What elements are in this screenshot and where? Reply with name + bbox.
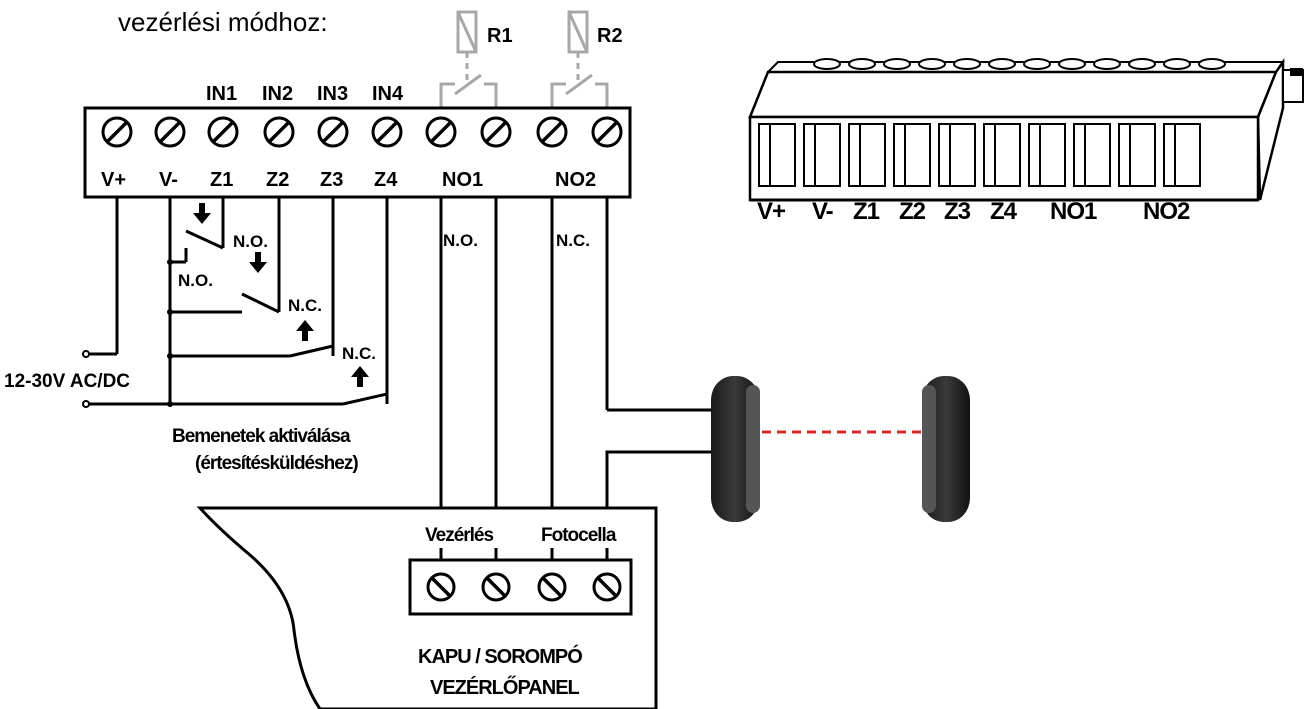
screw-z2 xyxy=(263,116,295,148)
terminal-label-vplus: V+ xyxy=(101,169,126,191)
gate-control-panel: Vezérlés Fotocella KAPU / SOROMPÓ VEZÉRL… xyxy=(196,506,658,709)
connector-label-no1: NO1 xyxy=(1050,198,1097,225)
screw-vminus xyxy=(154,116,186,148)
control-label: Vezérlés xyxy=(425,525,493,546)
connector-label-z2: Z2 xyxy=(899,198,926,225)
z2-contact-type: N.O. xyxy=(233,232,268,251)
panel-screw-1 xyxy=(426,572,456,602)
connector-label-z3: Z3 xyxy=(944,198,971,225)
z4-arrow-up-icon xyxy=(351,366,369,387)
screw-vplus xyxy=(101,116,133,148)
terminal-label-z1: Z1 xyxy=(210,169,233,191)
heading-text: vezérlési módhoz: xyxy=(118,7,328,37)
panel-title-line1: KAPU / SOROMPÓ xyxy=(418,644,582,668)
relay-r1-label: R1 xyxy=(487,25,513,47)
z3-contact-type: N.C. xyxy=(288,296,322,315)
input-caption-line2: (értesítésküldéshez) xyxy=(195,453,358,474)
terminal-label-z2: Z2 xyxy=(266,169,289,191)
z3-arrow-up-icon xyxy=(296,320,314,341)
no2-contact-type: N.C. xyxy=(556,231,590,250)
input-headers: IN1 IN2 IN3 IN4 xyxy=(206,83,404,105)
connector-block: V+ V- Z1 Z2 Z3 Z4 NO1 NO2 xyxy=(748,58,1304,225)
relay-r2-label: R2 xyxy=(597,25,623,47)
connector-label-z1: Z1 xyxy=(853,198,880,225)
input-header-in3: IN3 xyxy=(317,83,348,105)
terminal-label-z3: Z3 xyxy=(320,169,343,191)
input-header-in4: IN4 xyxy=(372,83,404,105)
connector-label-z4: Z4 xyxy=(990,198,1018,225)
terminal-label-no2: NO2 xyxy=(555,169,596,191)
z1-contact-type: N.O. xyxy=(178,271,213,290)
screw-z3 xyxy=(317,116,349,148)
no1-contact-type: N.O. xyxy=(443,231,478,250)
terminal-label-no1: NO1 xyxy=(442,169,483,191)
power-supply-label: 12-30V AC/DC xyxy=(4,371,130,392)
input-header-in2: IN2 xyxy=(262,83,293,105)
photocell-sensors xyxy=(711,376,970,522)
screw-no1-b xyxy=(480,116,512,148)
relay-output-wiring: N.O. N.C. xyxy=(439,197,716,520)
screw-no2-b xyxy=(591,116,623,148)
z4-contact-type: N.C. xyxy=(342,344,376,363)
connector-screws xyxy=(813,58,1226,70)
connector-slots xyxy=(758,123,1201,187)
connector-label-vplus: V+ xyxy=(757,198,786,225)
panel-title-line2: VEZÉRLŐPANEL xyxy=(430,676,580,699)
panel-screw-4 xyxy=(592,572,622,602)
z1-arrow-down-icon xyxy=(193,203,211,224)
screw-no1-a xyxy=(425,116,457,148)
z2-arrow-down-icon xyxy=(249,252,267,273)
screw-z1 xyxy=(207,116,239,148)
panel-screw-3 xyxy=(537,572,567,602)
relay-r1: R1 xyxy=(439,10,513,108)
connector-label-vminus: V- xyxy=(812,198,834,225)
screw-no2-a xyxy=(536,116,568,148)
panel-screw-2 xyxy=(481,572,511,602)
relay-r2: R2 xyxy=(550,10,623,108)
input-header-in1: IN1 xyxy=(206,83,237,105)
terminal-label-z4: Z4 xyxy=(374,169,398,191)
photocell-label: Fotocella xyxy=(541,525,617,546)
input-caption-line1: Bemenetek aktiválása xyxy=(172,426,351,447)
terminal-label-vminus: V- xyxy=(159,169,178,191)
terminal-block: V+ V- Z1 Z2 Z3 Z4 NO1 NO2 xyxy=(83,106,632,199)
screw-z4 xyxy=(371,116,403,148)
connector-label-no2: NO2 xyxy=(1143,198,1190,225)
input-wiring: N.O. N.O. N.C. N.C. 12-30V AC/DC Bemenet… xyxy=(4,197,389,474)
